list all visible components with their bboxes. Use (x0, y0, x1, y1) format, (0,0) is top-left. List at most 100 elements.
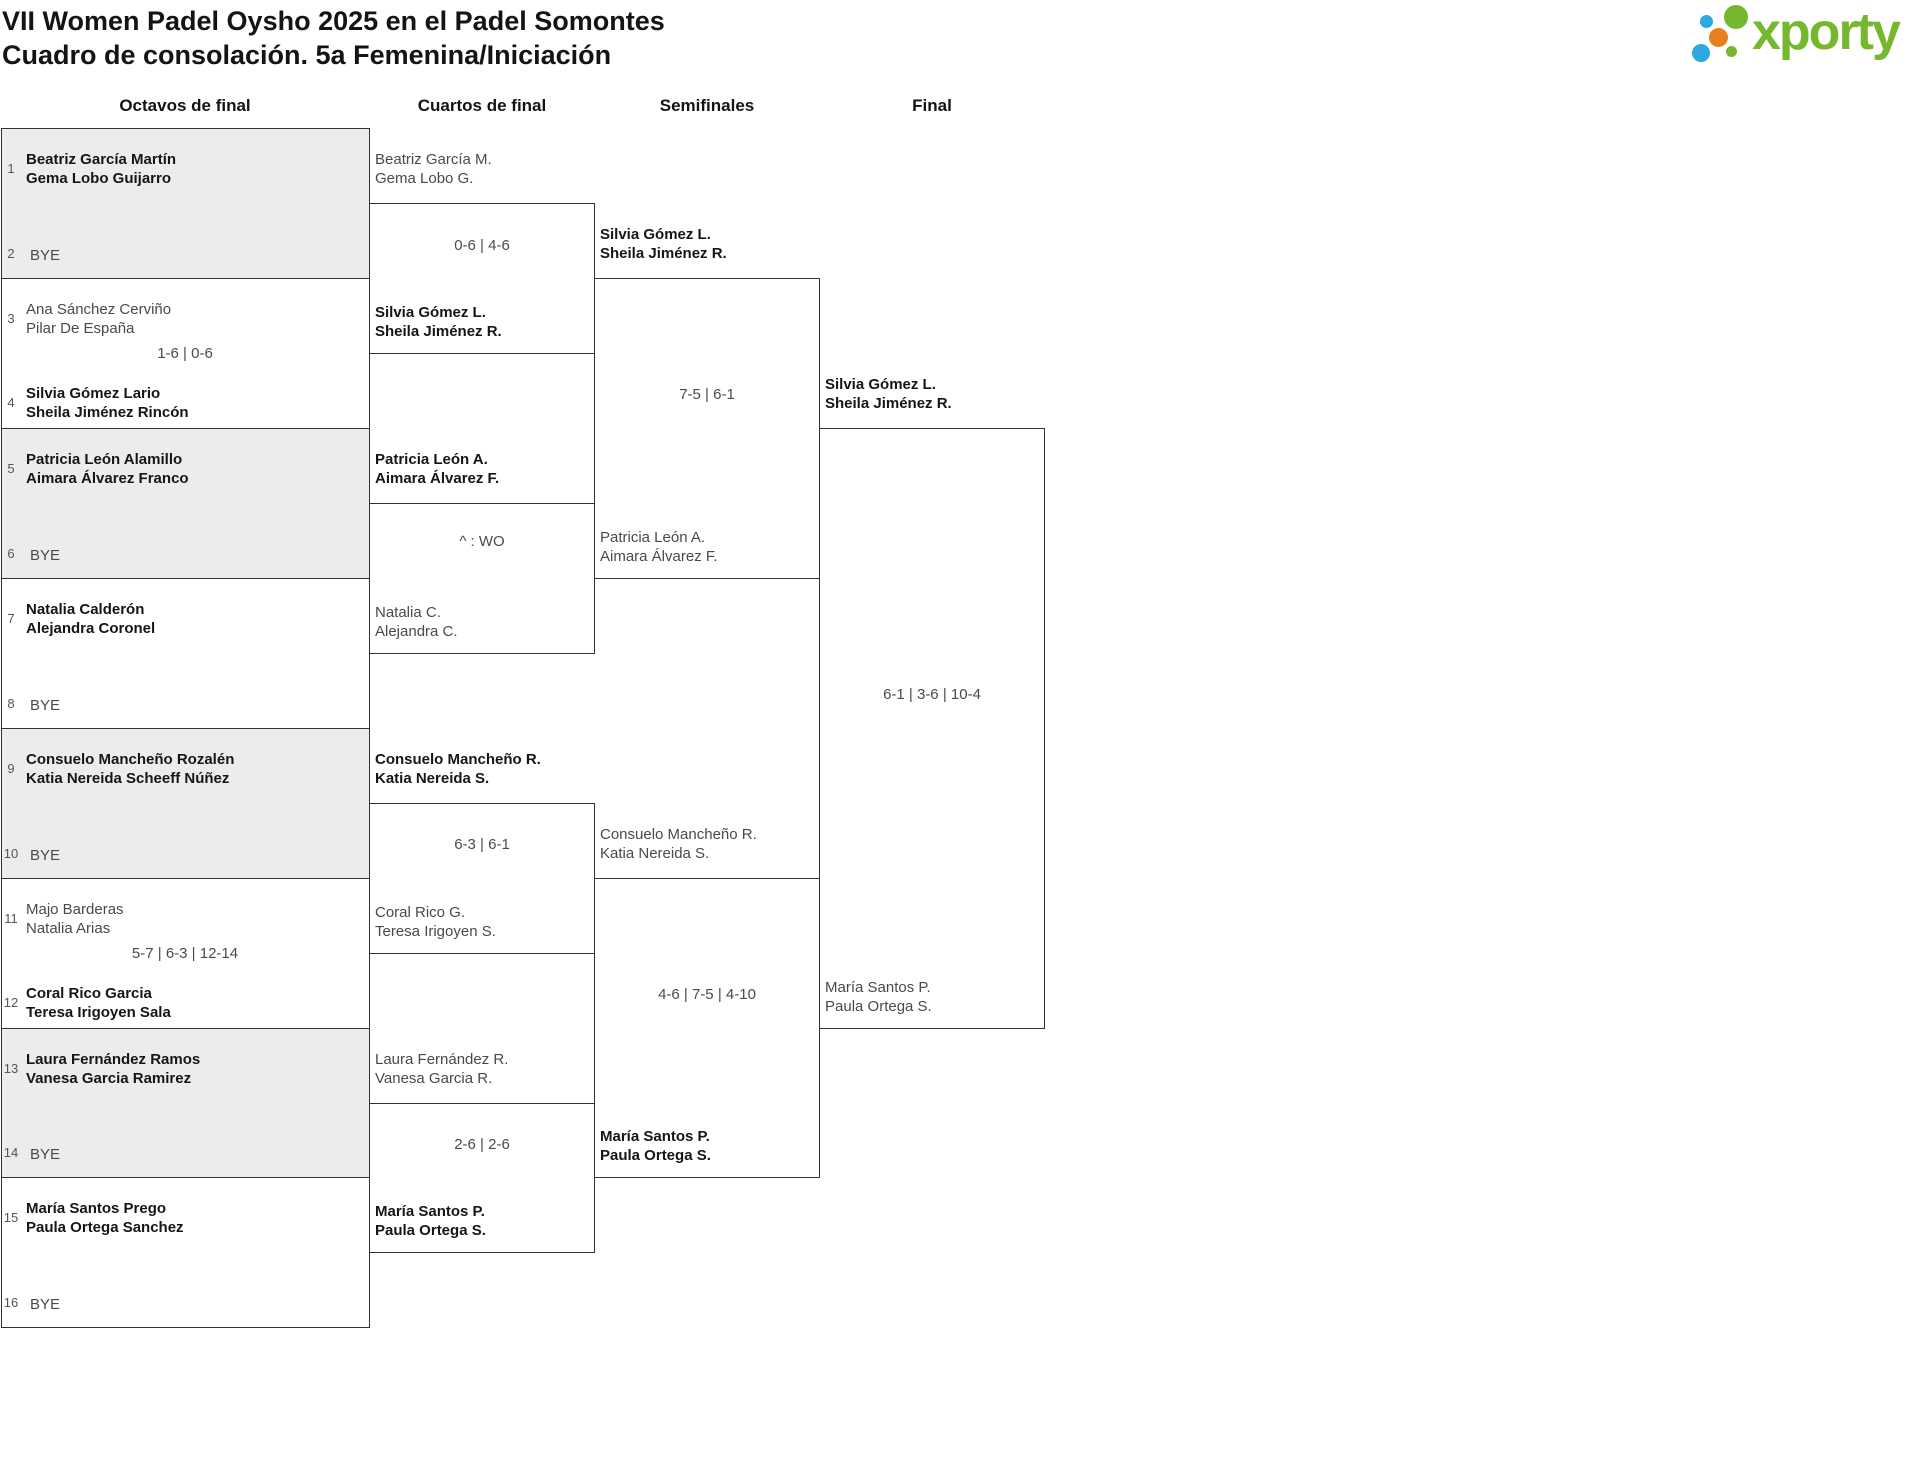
column-header-octavos: Octavos de final (119, 96, 251, 115)
r16-m4-seed-a: 7 (7, 611, 15, 626)
final-team-a-line2: Sheila Jiménez R. (825, 395, 952, 412)
qf3-team-b-line2: Teresa Irigoyen S. (375, 923, 496, 940)
r16-match-4-box (1, 578, 370, 729)
r16-m8-team-a-line2: Paula Ortega Sanchez (26, 1219, 184, 1236)
qf3-score: 6-3 | 6-1 (454, 836, 510, 853)
r16-m6-team-a-line2: Natalia Arias (26, 920, 111, 937)
r16-m6-team-b-line1: Coral Rico Garcia (26, 985, 152, 1002)
r16-m4-team-a-line2: Alejandra Coronel (26, 620, 156, 637)
r16-m2-score: 1-6 | 0-6 (157, 345, 213, 362)
r16-m1-seed-a: 1 (7, 161, 15, 176)
r16-m4-team-b-bye: BYE (30, 697, 61, 714)
r16-m7-seed-b: 14 (3, 1145, 19, 1160)
qf1-team-a-line2: Gema Lobo G. (375, 170, 474, 187)
sf1-score: 7-5 | 6-1 (679, 386, 735, 403)
tournament-title: VII Women Padel Oysho 2025 en el Padel S… (2, 6, 665, 36)
r16-m5-team-a-line2: Katia Nereida Scheeff Núñez (26, 770, 230, 787)
final-team-b-line2: Paula Ortega S. (825, 998, 932, 1015)
logo-dot-blue-medium (1692, 44, 1710, 62)
sf2-team-a-line1: Consuelo Mancheño R. (600, 826, 757, 843)
r16-m3-team-a-line1: Patricia León Alamillo (26, 451, 183, 468)
logo-dot-green-small (1726, 46, 1737, 57)
sf2-team-b-line1: María Santos P. (600, 1128, 710, 1145)
r16-m2-seed-b: 4 (7, 395, 15, 410)
sf2-team-b-line2: Paula Ortega S. (600, 1147, 711, 1164)
qf3-team-a-line2: Katia Nereida S. (375, 770, 490, 787)
r16-m6-team-a-line1: Majo Barderas (26, 901, 124, 918)
final-team-a-line1: Silvia Gómez L. (825, 376, 936, 393)
r16-m1-team-a-line2: Gema Lobo Guijarro (26, 170, 172, 187)
logo-text: xporty (1752, 3, 1901, 61)
r16-m6-team-b-line2: Teresa Irigoyen Sala (26, 1004, 171, 1021)
logo-dot-orange (1709, 28, 1728, 47)
sf1-team-a-line1: Silvia Gómez L. (600, 226, 711, 243)
r16-m3-seed-a: 5 (7, 461, 15, 476)
r16-m2-team-a-line2: Pilar De España (26, 320, 135, 337)
column-header-semifinales: Semifinales (659, 96, 755, 115)
r16-m6-seed-b: 12 (3, 995, 19, 1010)
r16-m2-team-b-line2: Sheila Jiménez Rincón (26, 404, 189, 421)
qf4-team-b-line1: María Santos P. (375, 1203, 485, 1220)
r16-match-1-box (1, 128, 370, 279)
r16-m5-seed-b: 10 (3, 846, 19, 861)
column-header-cuartos: Cuartos de final (417, 96, 547, 115)
r16-m2-team-a-line1: Ana Sánchez Cerviño (26, 301, 172, 318)
qf2-team-b-line1: Natalia C. (375, 604, 441, 621)
qf1-team-b-line1: Silvia Gómez L. (375, 304, 486, 321)
r16-m2-seed-a: 3 (7, 311, 15, 326)
r16-m5-team-b-bye: BYE (30, 847, 61, 864)
r16-match-3-box (1, 428, 370, 579)
r16-match-5-box (1, 728, 370, 879)
qf3-team-b-line1: Coral Rico G. (375, 904, 466, 921)
column-header-final: Final (912, 96, 952, 115)
tournament-subtitle: Cuadro de consolación. 5a Femenina/Inici… (2, 40, 612, 70)
r16-m1-seed-b: 2 (7, 246, 15, 261)
qf4-score: 2-6 | 2-6 (454, 1136, 510, 1153)
qf4-team-b-line2: Paula Ortega S. (375, 1222, 486, 1239)
qf4-team-a-line1: Laura Fernández R. (375, 1051, 509, 1068)
r16-match-2-box (1, 278, 370, 429)
final-team-b-line1: María Santos P. (825, 979, 931, 996)
qf2-score: ^ : WO (459, 533, 505, 550)
r16-m8-team-a-line1: María Santos Prego (26, 1200, 167, 1217)
qf-match-4-box (369, 1103, 595, 1253)
qf3-team-a-line1: Consuelo Mancheño R. (375, 751, 541, 768)
r16-match-8-box (1, 1177, 370, 1328)
r16-m6-score: 5-7 | 6-3 | 12-14 (131, 945, 239, 962)
qf2-team-a-line1: Patricia León A. (375, 451, 488, 468)
r16-m6-seed-a: 11 (4, 911, 18, 926)
r16-m1-team-a-line1: Beatriz García Martín (26, 151, 177, 168)
r16-m5-team-a-line1: Consuelo Mancheño Rozalén (26, 751, 235, 768)
r16-match-7-box (1, 1028, 370, 1178)
r16-m1-team-b-bye: BYE (30, 247, 61, 264)
sf2-score: 4-6 | 7-5 | 4-10 (658, 986, 756, 1003)
r16-m8-seed-b: 16 (3, 1295, 19, 1310)
r16-m3-team-b-bye: BYE (30, 547, 61, 564)
sf1-team-a-line2: Sheila Jiménez R. (600, 245, 727, 262)
r16-match-6-box (1, 878, 370, 1029)
logo-dot-blue-small (1700, 15, 1713, 28)
r16-m7-team-a-line2: Vanesa Garcia Ramirez (26, 1070, 192, 1087)
qf2-team-b-line2: Alejandra C. (375, 623, 458, 640)
final-match-box (819, 428, 1045, 1029)
r16-m4-team-a-line1: Natalia Calderón (26, 601, 145, 618)
r16-m7-seed-a: 13 (3, 1061, 19, 1076)
sf1-team-b-line1: Patricia León A. (600, 529, 706, 546)
qf2-team-a-line2: Aimara Álvarez F. (375, 470, 500, 487)
final-score: 6-1 | 3-6 | 10-4 (883, 686, 981, 703)
r16-m7-team-a-line1: Laura Fernández Ramos (26, 1051, 201, 1068)
r16-m7-team-b-bye: BYE (30, 1146, 61, 1163)
r16-m3-seed-b: 6 (7, 546, 15, 561)
r16-m4-seed-b: 8 (7, 696, 15, 711)
r16-m5-seed-a: 9 (7, 761, 15, 776)
qf1-score: 0-6 | 4-6 (454, 237, 510, 254)
qf1-team-a-line1: Beatriz García M. (375, 151, 492, 168)
r16-m8-seed-a: 15 (3, 1210, 19, 1225)
sf2-team-a-line2: Katia Nereida S. (600, 845, 710, 862)
r16-m2-team-b-line1: Silvia Gómez Lario (26, 385, 161, 402)
logo-dot-green-large (1724, 5, 1748, 29)
sf1-team-b-line2: Aimara Álvarez F. (600, 548, 718, 565)
qf1-team-b-line2: Sheila Jiménez R. (375, 323, 502, 340)
r16-m3-team-a-line2: Aimara Álvarez Franco (26, 470, 189, 487)
